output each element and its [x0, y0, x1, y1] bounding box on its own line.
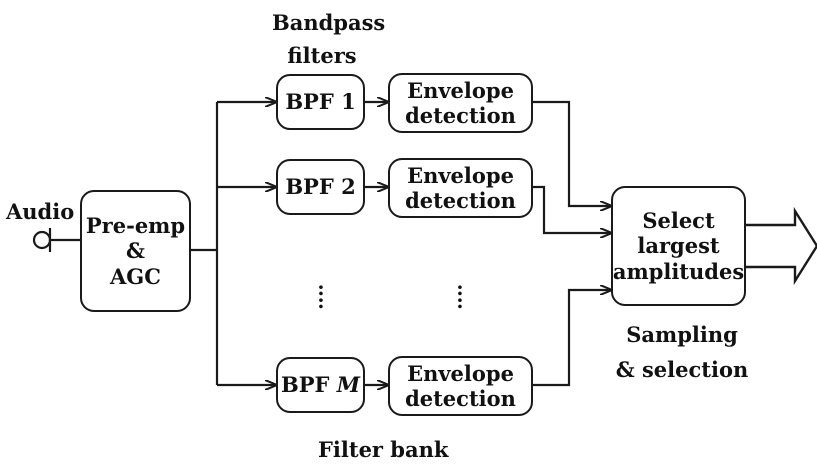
select-line-2: largest — [637, 233, 720, 259]
select-line-3: amplitudes — [612, 258, 745, 284]
preemp-line-2: & — [126, 238, 145, 264]
audio-label: Audio — [6, 199, 75, 224]
envelope-detection-1: Envelope detection — [388, 73, 533, 133]
envelope-m-line-2: detection — [405, 386, 516, 411]
ellipsis-bpf: : : — [311, 278, 331, 311]
bpf-m-block: BPF M — [276, 357, 365, 413]
envelope-2-line-2: detection — [405, 188, 516, 213]
audio-input-icon — [32, 230, 52, 250]
envelope-1-line-2: detection — [405, 103, 516, 128]
output-arrow-icon — [746, 206, 817, 286]
select-largest-block: Select largest amplitudes — [611, 186, 746, 306]
selection-label: & selection — [615, 357, 749, 382]
ellipsis-envelope: : : — [450, 278, 470, 311]
envelope-1-line-1: Envelope — [407, 77, 514, 103]
ellipsis-bpf-dot-1: : — [317, 276, 325, 300]
ellipsis-envelope-dot-2: : — [456, 289, 464, 313]
preemp-line-1: Pre-emp — [85, 213, 186, 239]
bpf-1-block: BPF 1 — [276, 74, 365, 130]
filter-bank-label: Filter bank — [318, 437, 449, 462]
bpf-m-prefix: BPF — [280, 372, 330, 398]
ellipsis-envelope-dot-1: : — [456, 276, 464, 300]
select-line-1: Select — [642, 208, 715, 234]
bpf-m-index: M — [336, 372, 360, 398]
bpf-m-label: BPF M — [281, 372, 360, 397]
preemp-agc-block: Pre-emp & AGC — [80, 190, 191, 312]
envelope-2-line-1: Envelope — [407, 162, 514, 188]
preemp-line-3: AGC — [110, 263, 161, 289]
bpf-1-label: BPF 1 — [285, 89, 356, 115]
sampling-label: Sampling — [626, 322, 738, 347]
envelope-detection-2: Envelope detection — [388, 158, 533, 218]
envelope-detection-m: Envelope detection — [388, 356, 533, 416]
bpf-2-label: BPF 2 — [285, 174, 356, 200]
filters-label: filters — [287, 43, 357, 68]
bandpass-label: Bandpass — [272, 10, 386, 35]
ellipsis-bpf-dot-2: : — [317, 289, 325, 313]
envelope-m-line-1: Envelope — [407, 360, 514, 386]
bpf-2-block: BPF 2 — [276, 159, 365, 215]
